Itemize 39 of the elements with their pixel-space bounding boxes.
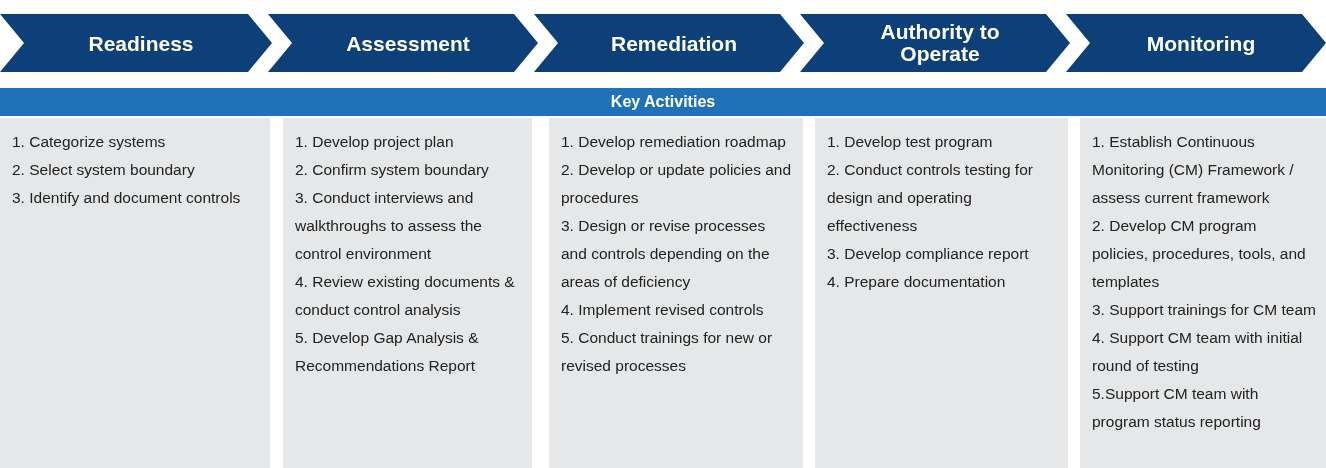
activity-item: 1. Establish Continuous Monitoring (CM) Framework / assess current framework [1092, 132, 1295, 208]
chevron-step [1066, 14, 1326, 72]
activity-item: 5.Support CM team with program status reporting [1092, 384, 1262, 432]
activity-item: 1. Categorize systems [12, 132, 167, 152]
chevron-step [534, 14, 804, 72]
step-title: Authority to Operate [879, 21, 1001, 65]
activity-item: 4. Implement revised controls [561, 300, 765, 320]
step-title: Monitoring [1145, 32, 1257, 54]
activity-item: 1. Develop test program [827, 132, 994, 152]
activity-panel [0, 118, 270, 468]
activity-item: 1. Develop remediation roadmap [561, 132, 787, 152]
chevron-step [268, 14, 538, 72]
activity-item: 5. Develop Gap Analysis & Recommendations Report [295, 328, 480, 376]
activity-panel [283, 118, 532, 468]
activity-panel [549, 118, 803, 468]
activity-item: 3. Conduct interviews and walkthroughs to assess the control environment [295, 188, 483, 264]
activity-item: 4. Prepare documentation [827, 272, 1007, 292]
section-band [0, 88, 1326, 116]
chevron-step [800, 14, 1070, 72]
band-title: Key Activities [609, 93, 717, 111]
activity-item: 2. Conduct controls testing for design and operating effectiveness [827, 160, 1034, 236]
activity-item: 3. Develop compliance report [827, 244, 1030, 264]
activity-item: 2. Select system boundary [12, 160, 196, 180]
activity-item: 3. Support trainings for CM team [1092, 300, 1316, 320]
activity-item: 1. Develop project plan [295, 132, 455, 152]
activity-item: 2. Confirm system boundary [295, 160, 490, 180]
step-title: Readiness [87, 32, 195, 54]
step-title: Remediation [610, 32, 738, 54]
activity-item: 2. Develop CM program policies, procedures, tools, and templates [1092, 216, 1307, 292]
activity-item: 4. Review existing documents & conduct control analysis [295, 272, 516, 320]
activity-item: 3. Identify and document controls [12, 188, 242, 208]
activity-item: 2. Develop or update policies and procedures [561, 160, 793, 208]
activity-item: 4. Support CM team with initial round of testing [1092, 328, 1304, 376]
step-title: Assessment [345, 32, 471, 54]
activity-item: 5. Conduct trainings for new or revised processes [561, 328, 774, 376]
activity-panel [1080, 118, 1326, 468]
chevron-step [0, 14, 272, 72]
activity-item: 3. Design or revise processes and controls depending on the areas of deficiency [561, 216, 771, 292]
activity-panel [815, 118, 1068, 468]
